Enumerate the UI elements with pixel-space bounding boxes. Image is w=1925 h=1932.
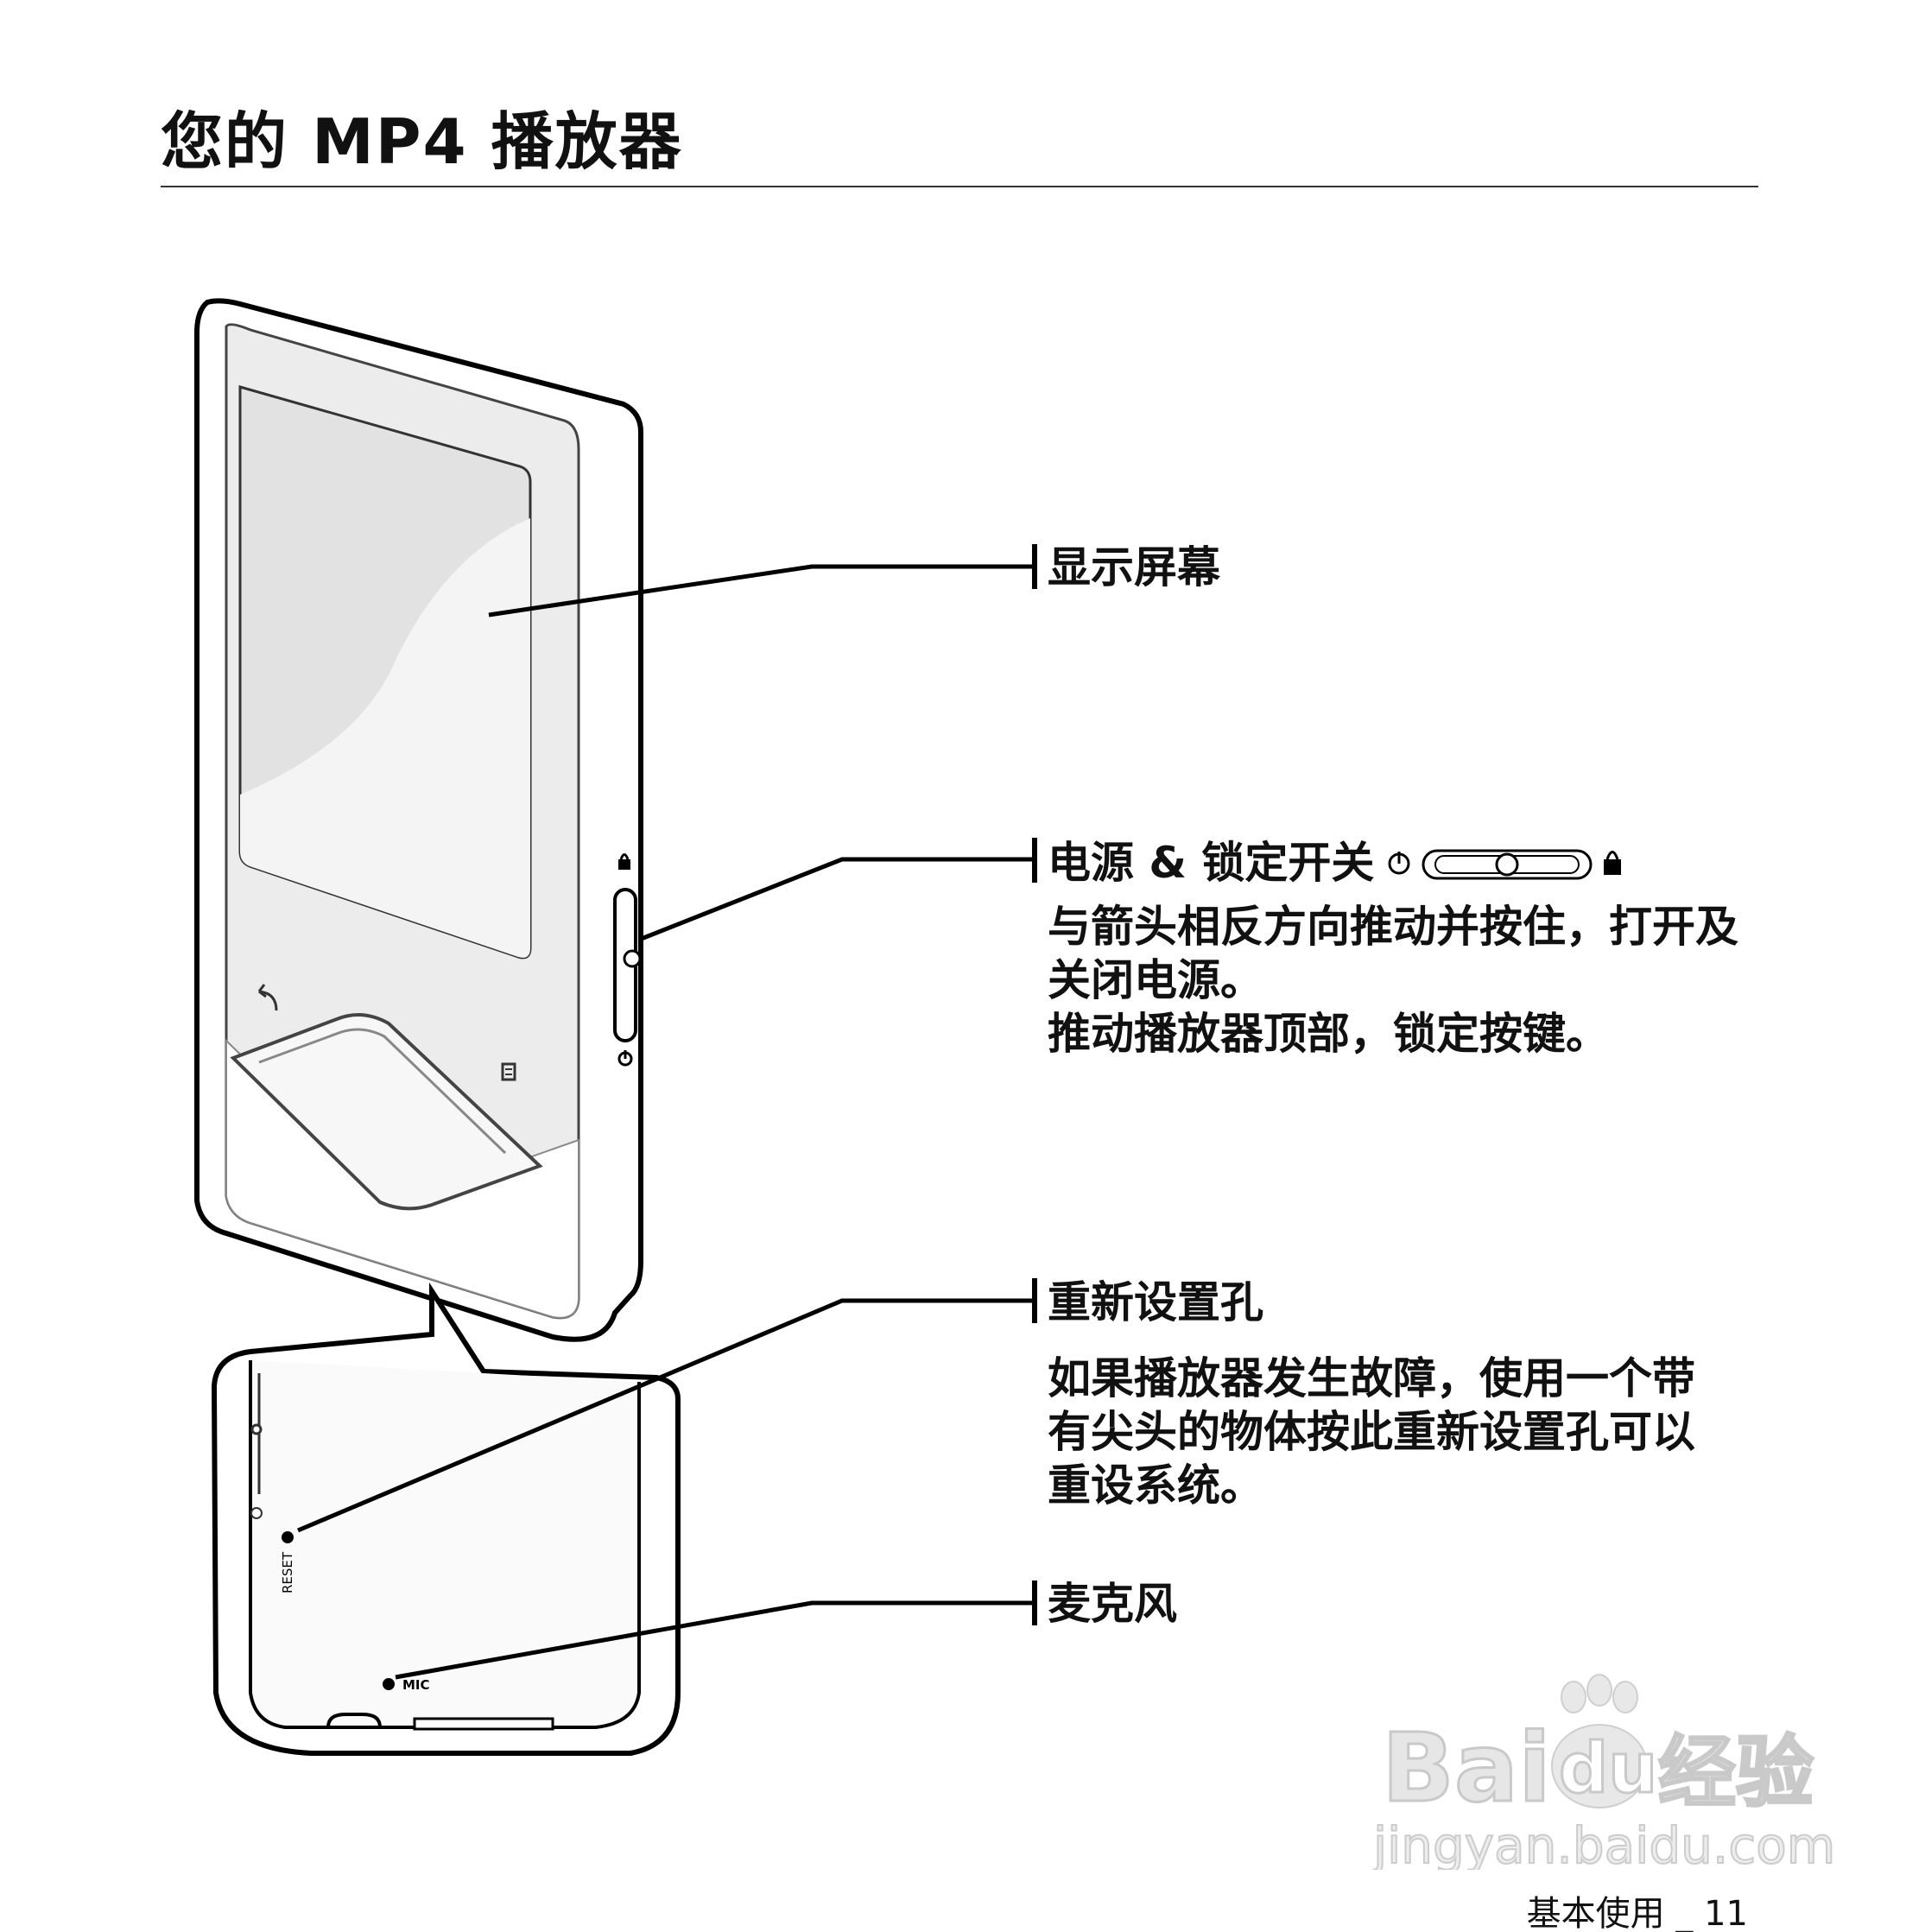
lock-icon bbox=[1604, 851, 1621, 875]
power-icon bbox=[1388, 852, 1410, 875]
leader-power bbox=[638, 857, 1035, 942]
leader-reset bbox=[297, 1298, 1035, 1533]
callout-reset-line-3: 重设系统。 bbox=[1048, 1460, 1263, 1511]
callout-display-heading: 显示屏幕 bbox=[1048, 542, 1220, 592]
callout-power: 电源 & 锁定开关 与箭头相反方向推动并按住，打开及 关闭电源。 推动播放器顶部… bbox=[1048, 836, 1738, 1061]
callout-power-line-3: 推动播放器顶部，锁定按键。 bbox=[1048, 1009, 1609, 1059]
svg-text:Bai: Bai bbox=[1382, 1713, 1551, 1823]
screen-glare bbox=[240, 518, 530, 958]
title-divider bbox=[161, 186, 1758, 187]
menu-icon bbox=[501, 1062, 516, 1081]
callout-power-heading: 电源 & 锁定开关 bbox=[1048, 838, 1375, 888]
side-lock-icon bbox=[618, 859, 630, 870]
leader-display bbox=[488, 564, 1035, 618]
slider-switch-icon bbox=[1422, 849, 1593, 880]
callout-reset-line-2: 有尖头的物体按此重新设置孔可以 bbox=[1048, 1407, 1695, 1457]
reset-label: RESET bbox=[280, 1551, 295, 1593]
svg-text:jingyan.baidu.com: jingyan.baidu.com bbox=[1373, 1816, 1835, 1870]
mic-label: MIC bbox=[402, 1677, 430, 1693]
page-title: 您的 MP4 播放器 bbox=[161, 105, 683, 178]
svg-text:经验: 经验 bbox=[1658, 1727, 1814, 1818]
device-bottom bbox=[249, 1360, 641, 1729]
mic-hole bbox=[383, 1678, 395, 1690]
touch-pad bbox=[230, 1013, 543, 1211]
reset-hole bbox=[282, 1531, 294, 1543]
callout-reset-line-1: 如果播放器发生故障，使用一个带 bbox=[1048, 1353, 1695, 1403]
bottom-power-icon bbox=[250, 1507, 263, 1519]
callout-power-line-1: 与箭头相反方向推动并按住，打开及 bbox=[1048, 902, 1738, 952]
callout-mic-heading: 麦克风 bbox=[1048, 1579, 1177, 1629]
callout-power-line-2: 关闭电源。 bbox=[1048, 955, 1263, 1005]
back-icon bbox=[257, 984, 278, 1011]
svg-text:du: du bbox=[1559, 1728, 1657, 1808]
leader-mic bbox=[395, 1600, 1035, 1680]
callout-reset-heading: 重新设置孔 bbox=[1048, 1277, 1263, 1327]
baidu-watermark: Bai du 经验 jingyan.baidu.com bbox=[1373, 1674, 1836, 1870]
callout-reset: 重新设置孔 如果播放器发生故障，使用一个带 有尖头的物体按此重新设置孔可以 重设… bbox=[1048, 1276, 1695, 1512]
page-footer: 基本使用 _ 11 bbox=[1526, 1894, 1748, 1932]
